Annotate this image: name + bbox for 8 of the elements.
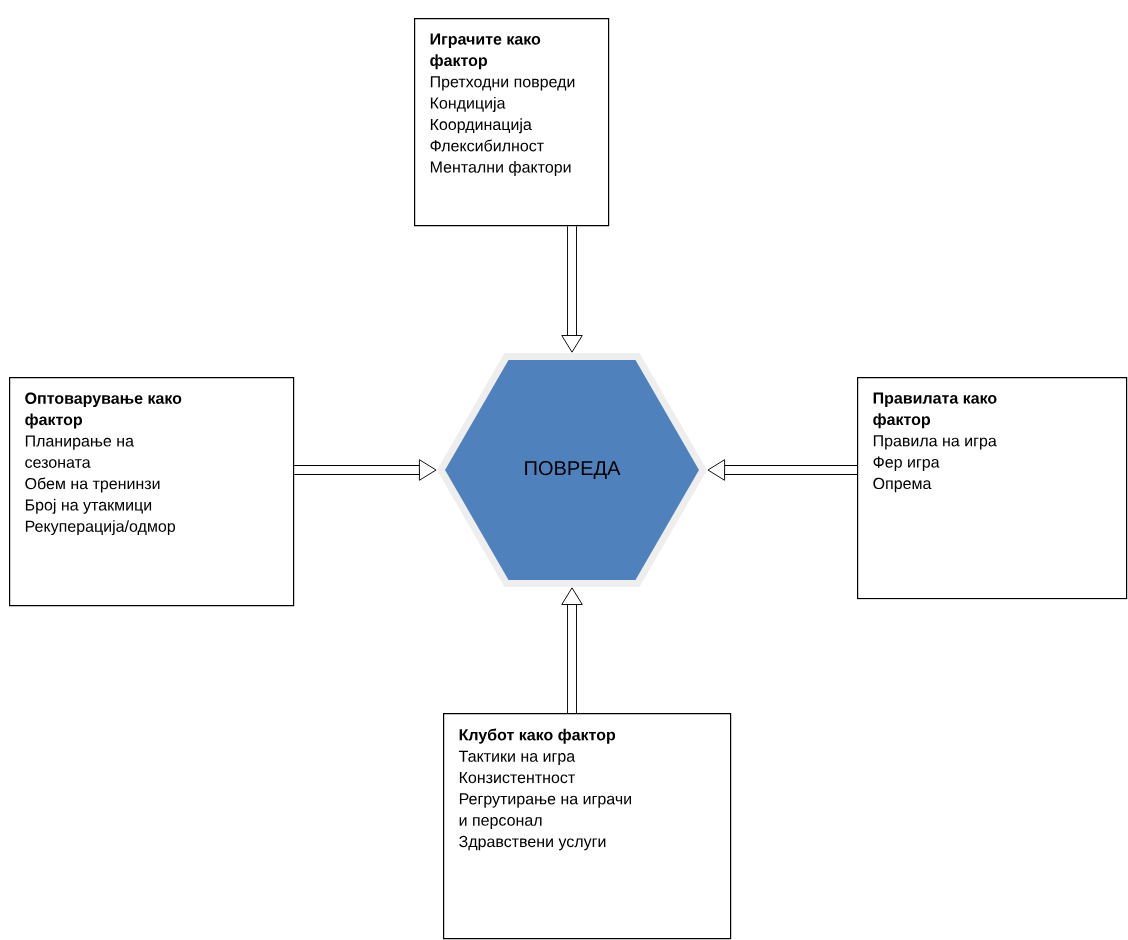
block-arrow (561, 587, 583, 713)
factor-box: Оптоварување како фактор Планирање на сезоната Обем на тренинзи Број на утакмици Рекуперација/одмор (9, 377, 295, 607)
block-arrow (707, 459, 857, 481)
factor-box: Правилата како фактор Правила на игра Фер игра Опрема (857, 377, 1128, 600)
factor-box: Клубот како фактор Тактики на игра Конзистентност Регрутирање на играчи и персонал Здравствени услуги (443, 713, 732, 940)
factor-box: Играчите како фактор Претходни повреди Кондиција Координација Флексибилност Ментални фактори (414, 18, 610, 227)
block-arrow (561, 226, 583, 353)
block-arrow (294, 459, 437, 481)
